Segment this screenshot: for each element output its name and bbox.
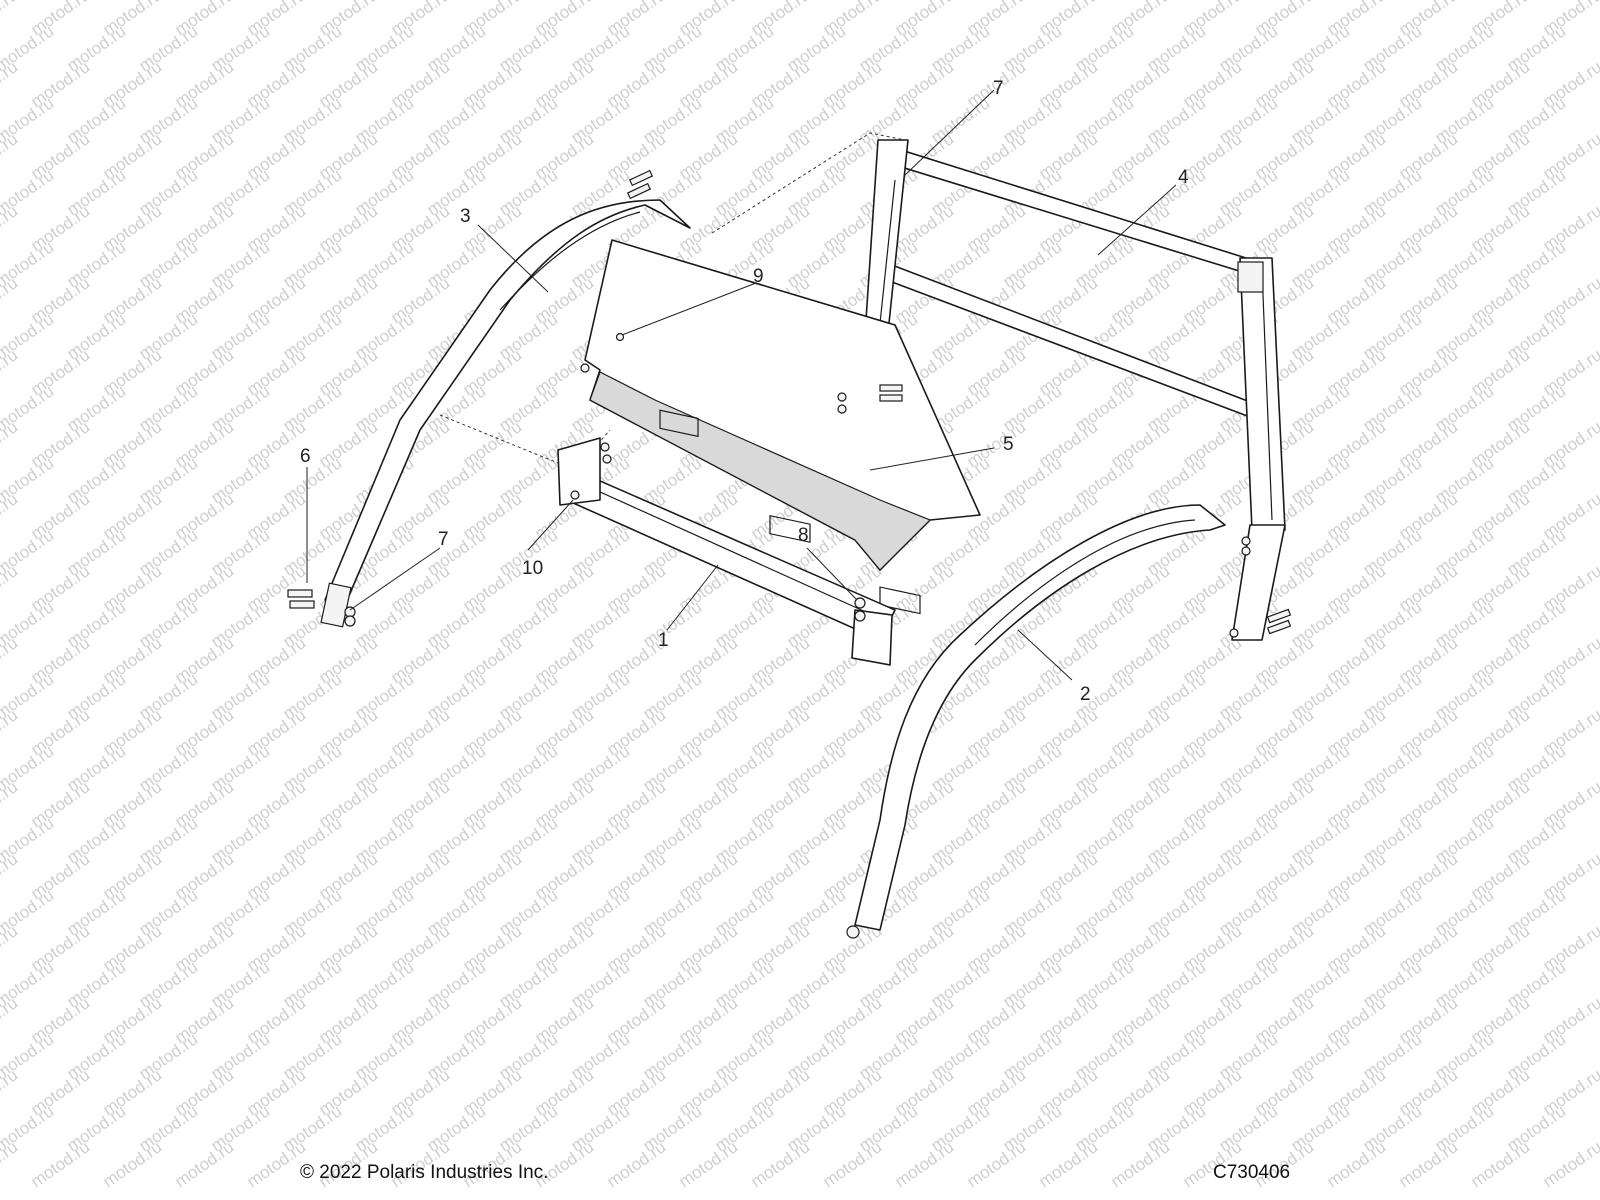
callout-10: 10 bbox=[522, 558, 543, 579]
watermark-text: motod.ru bbox=[1395, 1137, 1461, 1191]
watermark-text: motod.ru bbox=[99, 1137, 165, 1191]
watermark-text: motod.ru bbox=[1467, 1137, 1533, 1191]
callout-1: 1 bbox=[658, 630, 669, 651]
callout-7-top: 7 bbox=[993, 78, 1004, 99]
watermark-text: motod.ru bbox=[603, 1137, 669, 1191]
watermark-text: motod.ru bbox=[0, 0, 21, 39]
watermark-text: motod.ru bbox=[0, 129, 21, 183]
watermark-text: motod.ru bbox=[0, 849, 21, 903]
watermark-text: motod.ru bbox=[819, 1137, 885, 1191]
callout-8: 8 bbox=[798, 525, 809, 546]
callout-4: 4 bbox=[1178, 167, 1189, 188]
watermark-text: motod.ru bbox=[0, 1065, 21, 1119]
callout-9: 9 bbox=[753, 266, 764, 287]
watermark-text: motod.ru bbox=[0, 633, 21, 687]
watermark-text: motod.ru bbox=[0, 993, 21, 1047]
watermark-text: motod.ru bbox=[0, 417, 21, 471]
watermark-text: motod.ru bbox=[0, 489, 21, 543]
watermark-text: motod.ru bbox=[1107, 1137, 1173, 1191]
callout-7-left: 7 bbox=[438, 529, 449, 550]
callout-2: 2 bbox=[1080, 684, 1091, 705]
watermark-text: motod.ru bbox=[0, 1137, 21, 1191]
callout-5: 5 bbox=[1003, 434, 1014, 455]
watermark-text: motod.ru bbox=[1323, 1137, 1389, 1191]
watermark-text: motod.ru bbox=[1539, 1137, 1600, 1191]
watermark-text: motod.ru bbox=[171, 1137, 237, 1191]
copyright-notice: © 2022 Polaris Industries Inc. bbox=[300, 1162, 549, 1183]
watermark-text: motod.ru bbox=[0, 777, 21, 831]
watermark-text: motod.ru bbox=[1035, 1137, 1101, 1191]
watermark-text: motod.ru bbox=[0, 561, 21, 615]
watermark-text: motod.ru bbox=[0, 201, 21, 255]
callout-3: 3 bbox=[460, 206, 471, 227]
watermark-text: motod.ru bbox=[27, 1137, 93, 1191]
watermark-text: motod.ru bbox=[963, 1137, 1029, 1191]
watermark-text: motod.ru bbox=[0, 273, 21, 327]
drawing-number: C730406 bbox=[1213, 1162, 1291, 1183]
watermark-text: motod.ru bbox=[675, 1137, 741, 1191]
watermark-text: motod.ru bbox=[0, 345, 21, 399]
callout-6: 6 bbox=[300, 446, 311, 467]
watermark-text: motod.ru bbox=[891, 1137, 957, 1191]
watermark-text: motod.ru bbox=[0, 57, 21, 111]
watermark-text: motod.ru bbox=[0, 921, 21, 975]
watermark-text: motod.ru bbox=[0, 705, 21, 759]
watermark-text: motod.ru bbox=[747, 1137, 813, 1191]
